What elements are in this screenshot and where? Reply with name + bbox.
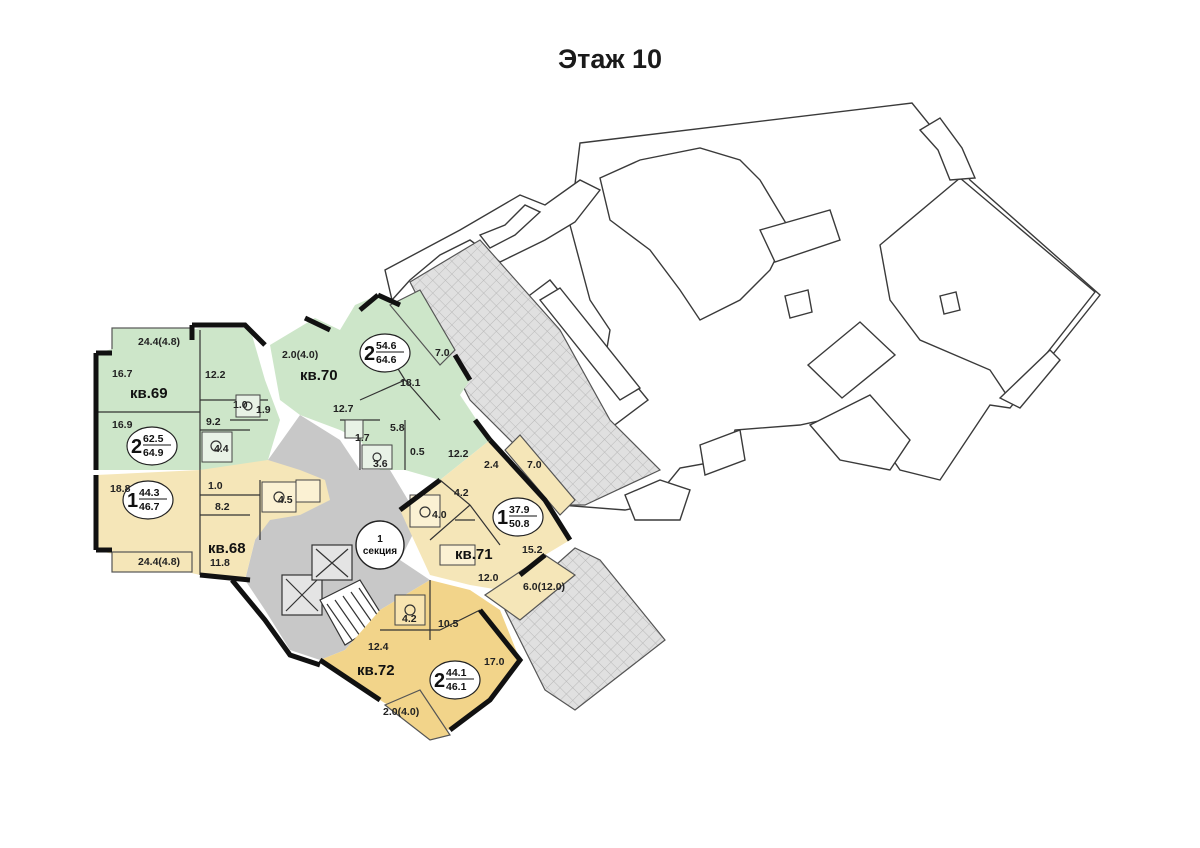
- apartment-72-total: 46.1: [446, 681, 467, 693]
- area-label: 7.0: [435, 347, 450, 359]
- apartment-70-rooms: 2: [364, 343, 375, 365]
- apartment-72-badge: 2 44.1 46.1: [429, 660, 481, 700]
- area-label: 11.8: [210, 557, 230, 569]
- area-label: 16.7: [112, 368, 133, 380]
- area-label: 10.5: [438, 618, 459, 630]
- apartment-71-rooms: 1: [497, 507, 508, 529]
- area-label: 12.2: [448, 448, 469, 460]
- area-label: 1.0: [233, 399, 248, 411]
- area-label: 1.9: [256, 404, 271, 416]
- apartment-72-rooms: 2: [434, 670, 445, 692]
- area-label: 2.0(4.0): [383, 706, 419, 718]
- area-label: 4.5: [278, 494, 293, 506]
- apartment-69-badge: 2 62.5 64.9: [126, 426, 178, 466]
- room-area-labels: 24.4(4.8) 16.7 16.9 12.2 1.0 9.2 4.4 1.9…: [110, 336, 565, 718]
- area-label: 9.2: [206, 416, 221, 428]
- apartment-71[interactable]: [398, 434, 577, 621]
- area-label: 3.6: [373, 458, 388, 470]
- apartment-70-living: 54.6: [376, 340, 397, 352]
- apartment-68-living: 44.3: [139, 487, 160, 499]
- area-label: 1.0: [208, 480, 223, 492]
- area-label: 18.1: [400, 377, 421, 389]
- area-label: 8.2: [215, 501, 230, 513]
- apartment-70-badge: 2 54.6 64.6: [359, 333, 411, 373]
- area-label: 12.2: [205, 369, 226, 381]
- outer-walls: [189, 315, 547, 668]
- apartment-72-living: 44.1: [446, 667, 467, 679]
- area-label: 2.0(4.0): [282, 349, 318, 361]
- area-label: 15.2: [522, 544, 543, 556]
- apartment-68-label: кв.68: [208, 540, 246, 557]
- area-label: 18.8: [110, 483, 131, 495]
- apartment-70-total: 64.6: [376, 354, 397, 366]
- apartment-68-total: 46.7: [139, 501, 160, 513]
- area-label: 4.2: [454, 487, 469, 499]
- section-word: секция: [363, 546, 397, 557]
- area-label: 17.0: [484, 656, 505, 668]
- apartment-69[interactable]: [93, 322, 280, 470]
- apartment-68-badge: 1 44.3 46.7: [122, 480, 174, 520]
- section-marker: 1 секция: [355, 520, 405, 570]
- apartment-68-rooms: 1: [127, 490, 138, 512]
- apartment-71-total: 50.8: [509, 518, 530, 530]
- apartment-69-label: кв.69: [130, 385, 168, 402]
- area-label: 1.7: [355, 432, 370, 444]
- area-label: 12.0: [478, 572, 499, 584]
- apartment-71-badge: 1 37.9 50.8: [492, 497, 544, 537]
- area-label: 16.9: [112, 419, 133, 431]
- area-label: 12.4: [368, 641, 389, 653]
- other-sections-outline: [384, 102, 1101, 521]
- area-label: 4.4: [214, 443, 229, 455]
- area-label: 12.7: [333, 403, 354, 415]
- area-label: 24.4(4.8): [138, 556, 180, 568]
- area-label: 0.5: [410, 446, 425, 458]
- area-label: 24.4(4.8): [138, 336, 180, 348]
- apartment-69-total: 64.9: [143, 447, 164, 459]
- apartment-71-living: 37.9: [509, 504, 530, 516]
- area-label: 2.4: [484, 459, 499, 471]
- apartment-71-label: кв.71: [455, 546, 493, 563]
- apartment-70[interactable]: [270, 289, 492, 480]
- area-label: 7.0: [527, 459, 542, 471]
- area-label: 4.0: [432, 509, 447, 521]
- floor-title: Этаж 10: [557, 44, 663, 74]
- area-label: 4.2: [402, 613, 417, 625]
- apartment-72-label: кв.72: [357, 662, 395, 679]
- section-number: 1: [377, 534, 383, 545]
- area-label: 5.8: [390, 422, 405, 434]
- area-label: 6.0(12.0): [523, 581, 565, 593]
- apartment-69-rooms: 2: [131, 436, 142, 458]
- apartment-69-living: 62.5: [143, 433, 164, 445]
- apartment-70-label: кв.70: [300, 367, 338, 384]
